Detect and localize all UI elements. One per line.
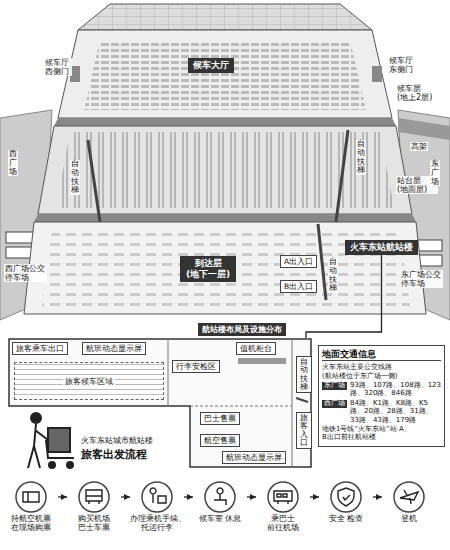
node-text: 火车东站航站楼 xyxy=(350,242,413,253)
level-label: 候车层 (地上2层) xyxy=(396,84,438,102)
hall-tag: 候车大厅 xyxy=(188,58,234,73)
escalator-label: 自动扶梯 xyxy=(328,258,338,293)
bus-routes: 93路、107路、108路、123路、320路、846路 xyxy=(350,381,441,398)
node-text: 购买机场 巴士车票 xyxy=(67,514,121,532)
flow-caption: 旅客出发流程 xyxy=(80,449,148,462)
process-step: 登机 xyxy=(382,480,436,523)
node-text: 航班动态显示屏 xyxy=(86,344,142,353)
node-text: 安全 检查 xyxy=(319,514,373,523)
node-text: B出入口 xyxy=(284,282,313,291)
plaza xyxy=(0,110,450,320)
entrance-tag: 旅客入口 xyxy=(296,412,312,449)
bus-routes: 84路、K1路、K8路、K5路、20路、28路、31路、33路、43路、179路 xyxy=(350,399,441,424)
process-step: 办理乘机手续、 托运行李 xyxy=(130,480,184,532)
node-text: 乘巴士 前往机场 xyxy=(256,514,310,532)
checkin-counter: 值机柜台 xyxy=(236,342,276,355)
door-label: 候车厅西侧门 xyxy=(44,58,72,76)
plan-heading: 航站楼布局及设施分布 xyxy=(198,323,286,336)
bus-park-label: 东广场公交停车场 xyxy=(400,270,443,288)
connector xyxy=(373,496,382,497)
display-screen: 航班动态显示屏 xyxy=(222,451,286,464)
node-text: 行李安检区 xyxy=(176,362,216,371)
connector xyxy=(121,496,130,497)
door-label: 候车厅东侧门 xyxy=(388,56,416,74)
escalator-label: 自动扶梯 xyxy=(70,160,80,195)
road-label: 高架 xyxy=(410,142,428,151)
flow-caption: 火车东站城市航站楼 xyxy=(80,436,154,445)
plaza-label: 东广场 xyxy=(430,160,440,186)
node-text: 登机 xyxy=(382,514,436,523)
station-building xyxy=(24,4,426,314)
display-screen: 航班动态显示屏 xyxy=(82,342,146,355)
node-text: 自动扶梯 xyxy=(300,358,308,391)
escalator-tag: 自动扶梯 xyxy=(296,356,312,393)
node-text: 旅客候车区域 xyxy=(63,376,115,387)
exit-box: B出入口 xyxy=(280,280,317,293)
escalator-label: 自动扶梯 xyxy=(356,140,366,175)
floor-plan: 航站楼布局及设施分布旅客乘车出口航班动态显示屏旅客候车区域行李安检区值机柜台自动… xyxy=(8,338,312,468)
ticket-counter: 巴士售票 xyxy=(200,412,240,425)
node-text: 候车室 休息 xyxy=(193,514,247,523)
connector xyxy=(306,255,382,338)
connector xyxy=(58,496,67,497)
node-text: 航空售票 xyxy=(204,436,236,445)
exit-box: A出入口 xyxy=(280,255,317,268)
floor-plan-outline xyxy=(8,338,312,468)
connector xyxy=(247,496,256,497)
process-step: 候车室 休息 xyxy=(193,480,247,523)
info-text: 火车东站主要公交线路 (航站楼位于东广场一侧) xyxy=(322,363,441,380)
ticket-counter: 航空售票 xyxy=(200,434,240,447)
arrival-tag: 到达层 (地下一层) xyxy=(180,256,236,282)
bus-park-label: 西广场公交停车场 xyxy=(4,264,47,282)
node-text: 旅客乘车出口 xyxy=(16,344,64,353)
traveller-figure xyxy=(28,413,74,468)
node-text: 持航空机票 在现场购票 xyxy=(4,514,58,532)
node-text: 巴士售票 xyxy=(204,414,236,423)
step-icons xyxy=(16,482,424,512)
info-heading: 地面交通信息 xyxy=(322,349,441,361)
plaza-tag: 东广场 xyxy=(322,382,347,390)
security-area: 行李安检区 xyxy=(172,360,220,373)
node-text: 旅客入口 xyxy=(300,414,308,447)
process-step: 安全 检查 xyxy=(319,480,373,523)
node-text: 到达层 (地下一层) xyxy=(185,258,231,280)
process-step: 购买机场 巴士车票 xyxy=(67,480,121,532)
node-text: 办理乘机手续、 托运行李 xyxy=(130,514,184,532)
plaza-tag: 西广场 xyxy=(322,400,347,408)
plaza-label: 西广场 xyxy=(8,150,18,176)
process-step: 乘巴士 前往机场 xyxy=(256,480,310,532)
exit-box: 旅客乘车出口 xyxy=(12,342,68,355)
transit-info-box: 地面交通信息火车东站主要公交线路 (航站楼位于东广场一侧) 东广场93路、107路… xyxy=(318,345,445,447)
terminal-tag: 火车东站航站楼 xyxy=(345,240,418,255)
connector xyxy=(310,496,319,497)
node-text: 候车大厅 xyxy=(193,60,229,71)
node-text: 航班动态显示屏 xyxy=(226,453,282,462)
node-text: 值机柜台 xyxy=(240,344,272,353)
process-step: 持航空机票 在现场购票 xyxy=(4,480,58,532)
waiting-area: 旅客候车区域 xyxy=(14,362,164,400)
metro-note: 地铁1号线“火车东站”站 A、B出口前往航站楼 xyxy=(322,425,441,442)
node-text: A出入口 xyxy=(284,257,313,266)
connector xyxy=(184,496,193,497)
